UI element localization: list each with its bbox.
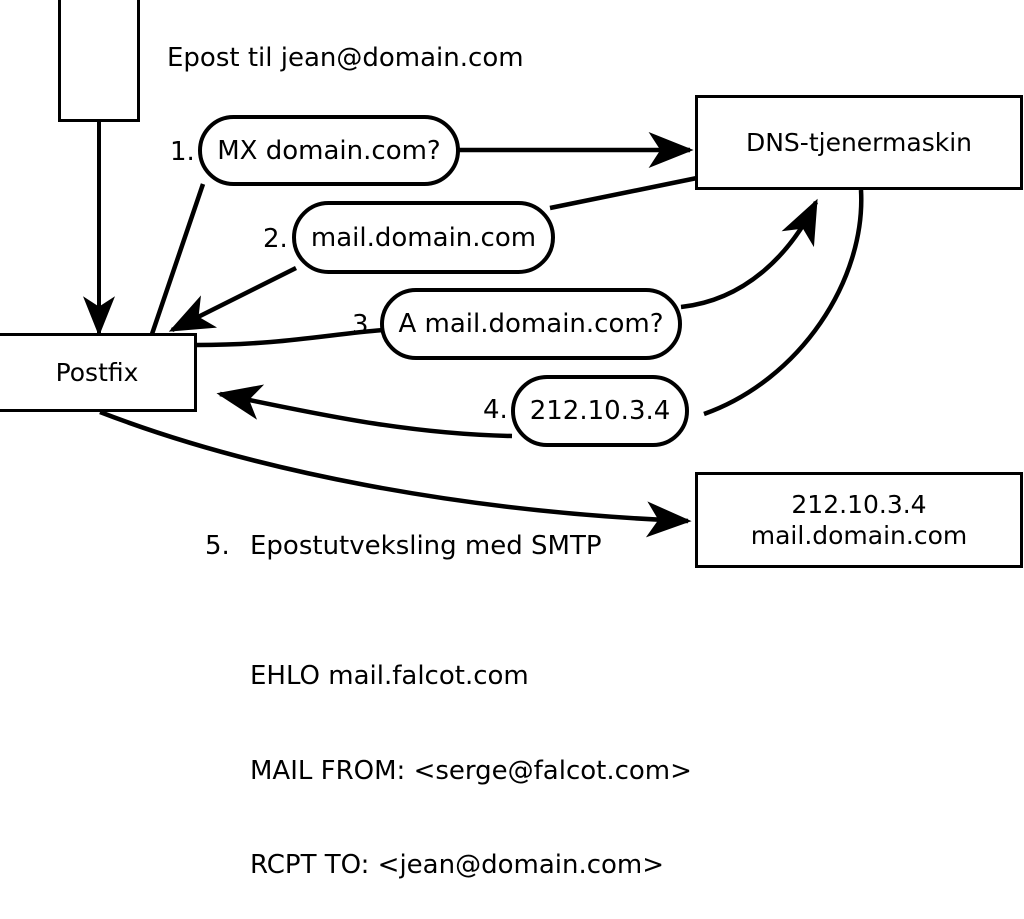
edge-dns-to-step4 <box>703 189 864 417</box>
step-pill-4-label: 212.10.3.4 <box>529 396 671 426</box>
edge-step2-to-postfix <box>168 265 298 333</box>
edge-dns-to-step2 <box>549 175 698 211</box>
edge-postfix-to-mailserver <box>99 409 692 538</box>
smtp-line: EHLO mail.falcot.com <box>250 661 529 691</box>
page-title: Epost til jean@domain.com <box>167 43 524 73</box>
step-pill-2-label: mail.domain.com <box>310 222 537 253</box>
step-number-5: 5. <box>205 531 230 561</box>
step-5-label: Epostutveksling med SMTP <box>250 531 602 561</box>
step-number-3: 3. <box>352 310 377 340</box>
step-pill-2[interactable]: mail.domain.com <box>292 201 555 274</box>
step-number-4: 4. <box>483 395 508 425</box>
node-postfix[interactable]: Postfix <box>0 333 197 412</box>
step-number-2: 2. <box>263 224 288 254</box>
step-pill-3-label: A mail.domain.com? <box>398 309 664 339</box>
smtp-transcript: EHLO mail.falcot.com MAIL FROM: <serge@f… <box>250 598 692 919</box>
step-pill-1[interactable]: MX domain.com? <box>198 115 460 186</box>
smtp-line: MAIL FROM: <serge@falcot.com> <box>250 755 692 786</box>
node-dns-server[interactable]: DNS-tjenermaskin <box>695 95 1023 190</box>
node-postfix-label: Postfix <box>55 358 139 387</box>
node-dns-server-label: DNS-tjenermaskin <box>745 128 972 157</box>
edge-step3-to-dns <box>680 198 819 310</box>
step-pill-4[interactable]: 212.10.3.4 <box>511 375 689 447</box>
edge-step4-to-postfix <box>216 384 513 439</box>
smtp-line: RCPT TO: <jean@domain.com> <box>250 850 665 880</box>
node-client[interactable] <box>58 0 140 122</box>
step-pill-1-label: MX domain.com? <box>217 135 441 166</box>
node-mail-server-ip: 212.10.3.4 <box>791 490 927 519</box>
node-mail-server-hostname: mail.domain.com <box>750 521 968 550</box>
step-number-1: 1. <box>170 137 195 167</box>
edge-postfix-to-step1 <box>149 183 206 335</box>
node-mail-server[interactable]: 212.10.3.4 mail.domain.com <box>695 472 1023 568</box>
step-pill-3[interactable]: A mail.domain.com? <box>380 288 682 360</box>
edge-postfix-to-step3 <box>196 327 384 348</box>
